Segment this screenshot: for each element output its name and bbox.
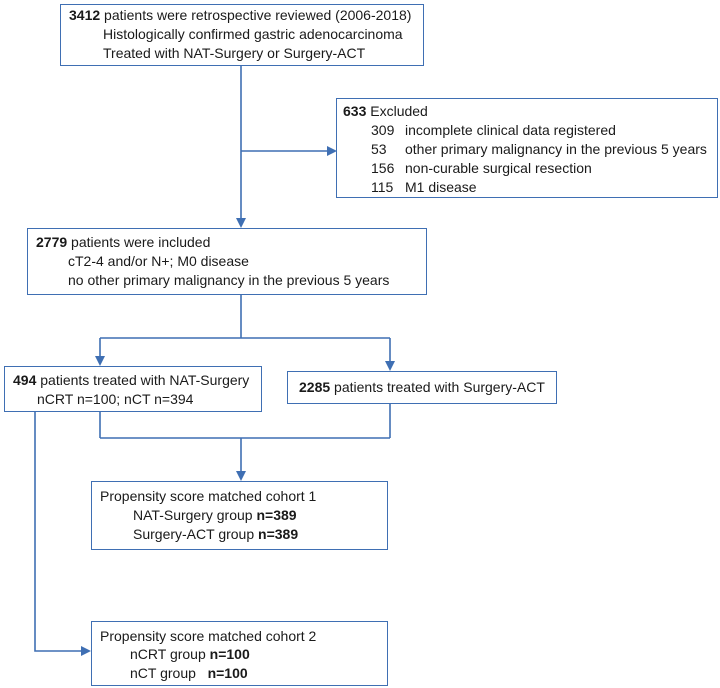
included-count: 2779 xyxy=(36,234,68,250)
screening-count: 3412 xyxy=(69,7,101,23)
excluded-item-count: 309 xyxy=(371,122,395,138)
cohort1-row-value: n=389 xyxy=(258,526,299,542)
excluded-item-text: incomplete clinical data registered xyxy=(405,122,616,138)
excluded-item: 156 non-curable surgical resection xyxy=(371,158,592,178)
cohort2-row-value: n=100 xyxy=(209,646,250,662)
screening-text: patients were retrospective reviewed (20… xyxy=(100,7,412,23)
cohort1-row: NAT-Surgery group n=389 xyxy=(133,505,297,525)
cohort1-row-value: n=389 xyxy=(256,507,297,523)
cohort1-box: Propensity score matched cohort 1 NAT-Su… xyxy=(91,481,388,550)
cohort2-row: nCRT group n=100 xyxy=(130,644,250,664)
act-count: 2285 xyxy=(299,379,331,395)
included-text: patients were included xyxy=(67,234,211,250)
cohort1-title: Propensity score matched cohort 1 xyxy=(100,488,317,504)
cohort2-row-value: n=100 xyxy=(207,665,248,681)
included-line-3: no other primary malignancy in the previ… xyxy=(68,272,390,288)
excluded-item: 309 incomplete clinical data registered xyxy=(371,120,616,140)
excluded-box: 633 Excluded 309 incomplete clinical data… xyxy=(336,98,718,198)
included-line-1: 2779 patients were included xyxy=(36,232,210,252)
act-line-1: 2285 patients treated with Surgery-ACT xyxy=(299,377,545,397)
excluded-item-count: 115 xyxy=(371,179,394,195)
screening-line-2: Histologically confirmed gastric adenoca… xyxy=(103,26,403,42)
cohort2-row: nCT group n=100 xyxy=(130,663,248,683)
cohort2-row-label: nCRT group xyxy=(130,646,210,662)
screening-line-1: 3412 patients were retrospective reviewe… xyxy=(69,5,411,25)
act-text: patients treated with Surgery-ACT xyxy=(330,379,545,395)
arrow-to-cohort2 xyxy=(34,412,91,656)
excluded-item-count: 156 xyxy=(371,160,395,176)
excluded-header: 633 Excluded xyxy=(343,101,428,121)
excluded-item-text: other primary malignancy in the previous… xyxy=(405,141,707,157)
nat-count: 494 xyxy=(13,372,37,388)
included-line-2: cT2-4 and/or N+; M0 disease xyxy=(68,253,249,269)
excluded-count: 633 xyxy=(343,103,367,119)
surgery-act-box: 2285 patients treated with Surgery-ACT xyxy=(287,371,557,404)
screening-line-3: Treated with NAT-Surgery or Surgery-ACT xyxy=(103,45,366,61)
nat-text: patients treated with NAT-Surgery xyxy=(36,372,250,388)
cohort1-row: Surgery-ACT group n=389 xyxy=(133,524,298,544)
excluded-item-text: non-curable surgical resection xyxy=(405,160,592,176)
excluded-item-text: M1 disease xyxy=(405,179,477,195)
nat-line-2: nCRT n=100; nCT n=394 xyxy=(37,391,194,407)
cohort2-title: Propensity score matched cohort 2 xyxy=(100,628,317,644)
included-box: 2779 patients were included cT2-4 and/or… xyxy=(27,228,427,295)
screening-box: 3412 patients were retrospective reviewe… xyxy=(60,4,424,66)
excluded-label: Excluded xyxy=(366,103,428,119)
nat-surgery-box: 494 patients treated with NAT-Surgery nC… xyxy=(4,366,262,412)
excluded-item: 53 other primary malignancy in the previo… xyxy=(371,139,707,159)
excluded-item-count: 53 xyxy=(371,141,387,157)
cohort2-row-label: nCT group xyxy=(130,665,208,681)
cohort2-box: Propensity score matched cohort 2 nCRT g… xyxy=(91,621,388,686)
cohort1-row-label: NAT-Surgery group xyxy=(133,507,257,523)
cohort1-row-label: Surgery-ACT group xyxy=(133,526,259,542)
nat-line-1: 494 patients treated with NAT-Surgery xyxy=(13,370,249,390)
excluded-item: 115 M1 disease xyxy=(371,177,477,197)
